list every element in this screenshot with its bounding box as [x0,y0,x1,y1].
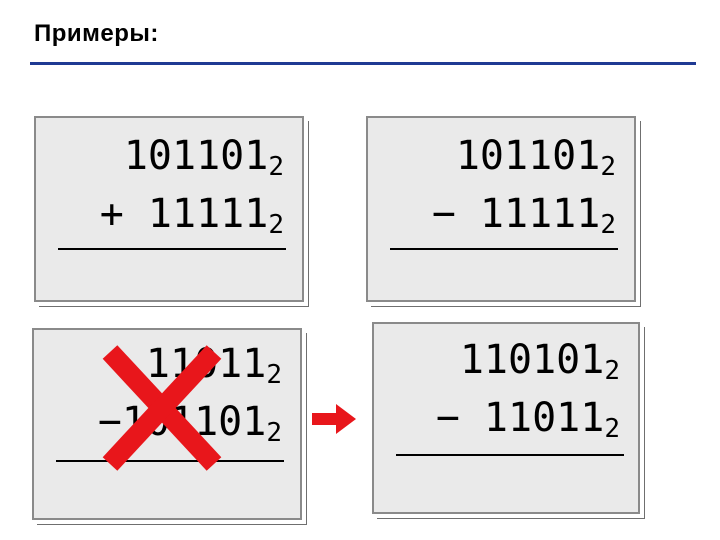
base-subscript: 2 [268,210,284,240]
base-subscript: 2 [604,414,620,444]
operand-2: − 111112 [431,191,616,240]
base-subscript: 2 [268,152,284,182]
operand-2: + 111112 [99,191,284,240]
base-subscript: 2 [600,152,616,182]
base-subscript: 2 [604,356,620,386]
title-underline [30,62,696,65]
example-card-addition: 1011012 + 111112 [34,116,304,302]
result-line [56,460,284,462]
operand-1: 1101012 [459,337,620,386]
example-card-corrected: 1101012 − 110112 [372,322,640,514]
result-line [396,454,624,456]
base-subscript: 2 [266,360,282,390]
base-subscript: 2 [600,210,616,240]
result-line [58,248,286,250]
operand-1: 1011012 [123,133,284,182]
slide-title: Примеры: [34,20,159,47]
arrow-right-icon [312,404,356,434]
example-card-wrong: 110112 −1011012 [32,328,302,520]
x-mark-icon [102,345,222,471]
base-subscript: 2 [266,418,282,448]
operand-2: − 110112 [435,395,620,444]
operand-1: 1011012 [455,133,616,182]
example-card-subtraction: 1011012 − 111112 [366,116,636,302]
result-line [390,248,618,250]
